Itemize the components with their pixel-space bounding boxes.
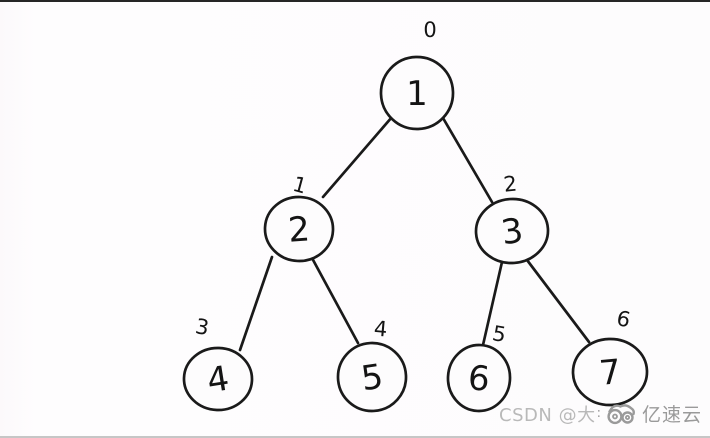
node-index-label: 3 xyxy=(194,314,211,340)
watermark-obscured-fragment: : xyxy=(596,406,601,421)
node-circle xyxy=(336,341,408,413)
tree-node-6: 65 xyxy=(446,321,512,413)
tree-node-5: 54 xyxy=(336,316,408,413)
node-circle xyxy=(571,337,649,407)
tree-edge-1-2 xyxy=(321,115,394,199)
tree-node-1: 10 xyxy=(379,18,455,131)
tree-edge-2-5 xyxy=(310,256,360,345)
node-value: 7 xyxy=(598,352,623,394)
tree-edge-3-6 xyxy=(481,260,504,347)
node-index-label: 4 xyxy=(373,316,388,341)
node-index-label: 0 xyxy=(423,18,436,42)
tree-node-4: 43 xyxy=(182,314,254,412)
node-circle xyxy=(379,55,455,131)
tree-edge-2-4 xyxy=(238,255,274,352)
node-index-label: 2 xyxy=(502,171,518,196)
tree-edge-1-3 xyxy=(441,116,494,204)
node-circle xyxy=(446,343,512,413)
node-circle xyxy=(263,195,335,263)
node-circle xyxy=(474,197,550,265)
tree-node-2: 21 xyxy=(263,172,335,263)
watermark-brand-text: 亿速云 xyxy=(641,404,702,426)
node-value: 2 xyxy=(287,209,311,250)
yisu-cloud-logo-icon xyxy=(607,403,635,424)
tree-node-7: 76 xyxy=(571,306,649,407)
tree-edge-3-7 xyxy=(525,258,591,344)
watermark: CSDN @大 : 亿速云 xyxy=(499,400,702,427)
top-border-line xyxy=(0,0,710,2)
node-circle xyxy=(182,346,254,412)
node-value: 6 xyxy=(466,358,491,400)
node-index-label: 6 xyxy=(614,306,632,332)
bottom-border-line xyxy=(0,436,710,438)
tree-edges xyxy=(238,115,591,352)
tree-node-3: 32 xyxy=(474,171,550,265)
node-index-label: 5 xyxy=(491,321,508,347)
watermark-author-text: CSDN @大 xyxy=(499,404,596,426)
node-value: 1 xyxy=(406,74,428,114)
node-index-label: 1 xyxy=(290,172,309,199)
